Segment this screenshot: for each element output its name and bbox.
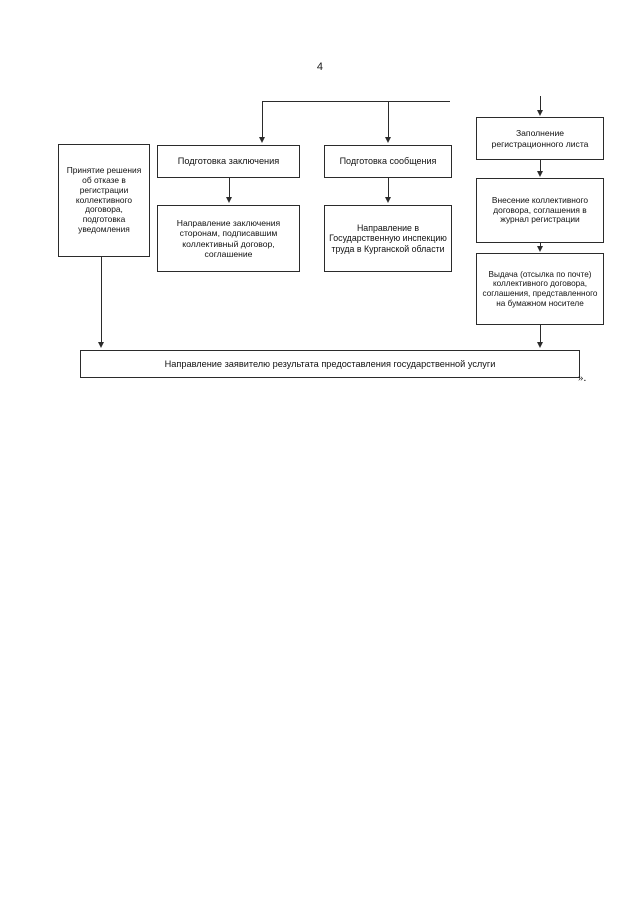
node-send-conclusion-to-parties-label: Направление заключения сторонам, подписа…	[176, 218, 281, 259]
node-fill-registration-sheet-label: Заполнение регистрационного листа	[491, 128, 589, 149]
node-issue-document[interactable]: Выдача (отсылка по почте) коллективного …	[476, 253, 604, 325]
arrowhead-send-conclusion	[225, 197, 232, 203]
connector-bus-to-fill-sheet	[540, 96, 541, 111]
node-prepare-conclusion[interactable]: Подготовка заключения	[157, 145, 300, 178]
node-send-conclusion-to-parties[interactable]: Направление заключения сторонам, подписа…	[157, 205, 300, 272]
connector-bus-to-prep-conclusion	[262, 101, 263, 138]
node-issue-document-label: Выдача (отсылка по почте) коллективного …	[482, 269, 598, 308]
connector-issue-to-result	[540, 325, 541, 343]
node-fill-registration-sheet[interactable]: Заполнение регистрационного листа	[476, 117, 604, 160]
node-refusal-decision-label: Принятие решения об отказе в регистрации…	[66, 164, 142, 235]
closing-quotation-mark: ».	[578, 372, 587, 384]
connector-journal-to-issue	[540, 243, 541, 247]
arrowhead-send-inspection	[384, 197, 391, 203]
arrowhead-prep-message	[384, 137, 391, 143]
arrowhead-refusal-to-result	[97, 342, 104, 348]
node-send-to-labour-inspection[interactable]: Направление в Государственную инспекцию …	[324, 205, 452, 272]
node-prepare-conclusion-label: Подготовка заключения	[177, 156, 280, 167]
node-deliver-result-to-applicant-label: Направление заявителю результата предост…	[164, 358, 496, 369]
node-deliver-result-to-applicant[interactable]: Направление заявителю результата предост…	[80, 350, 580, 378]
node-journal-registration[interactable]: Внесение коллективного договора, соглаше…	[476, 178, 604, 243]
arrowhead-prep-conclusion	[258, 137, 265, 143]
arrowhead-journal-entry	[536, 171, 543, 177]
connector-message-to-inspection	[388, 178, 389, 198]
node-prepare-message[interactable]: Подготовка сообщения	[324, 145, 452, 178]
connector-prep-to-send-conclusion	[229, 178, 230, 198]
branch-bus-horizontal	[262, 101, 450, 102]
arrowhead-fill-sheet	[536, 110, 543, 116]
arrowhead-issue-document	[536, 246, 543, 252]
connector-refusal-to-result	[101, 257, 102, 343]
node-prepare-message-label: Подготовка сообщения	[339, 156, 437, 167]
arrowhead-issue-to-result	[536, 342, 543, 348]
page-number: 4	[316, 61, 324, 73]
node-send-to-labour-inspection-label: Направление в Государственную инспекцию …	[329, 222, 447, 254]
connector-sheet-to-journal	[540, 160, 541, 172]
connector-bus-to-prep-message	[388, 101, 389, 138]
node-refusal-decision[interactable]: Принятие решения об отказе в регистрации…	[58, 144, 150, 257]
node-journal-registration-label: Внесение коллективного договора, соглаше…	[491, 194, 589, 225]
